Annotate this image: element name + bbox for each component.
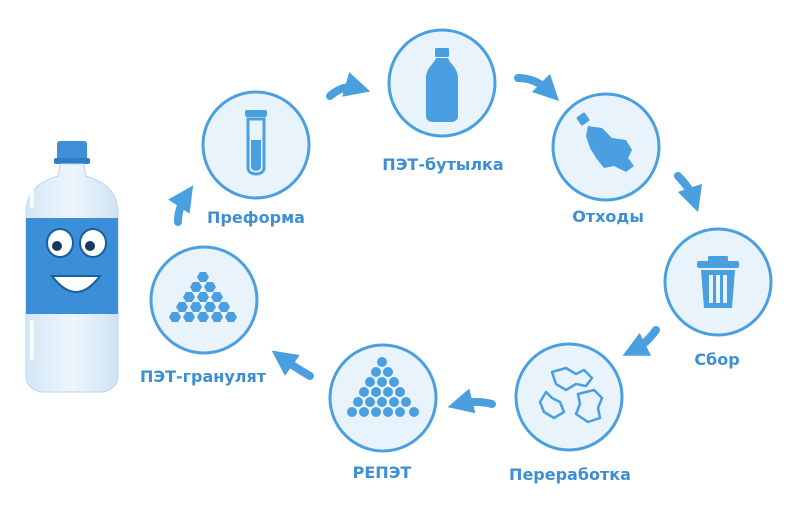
arrow-recycle-to-repet xyxy=(447,388,496,414)
stage-label: Сбор xyxy=(694,350,739,369)
arrow-repet-to-granulate xyxy=(271,350,314,380)
crushed-bottle-icon xyxy=(576,112,634,172)
stage-label: ПЭТ-гранулят xyxy=(140,367,267,386)
bottle-icon xyxy=(426,48,458,122)
preform-icon xyxy=(245,110,267,176)
stage-collection: Сбор xyxy=(663,227,773,369)
stage-pet-granulate: ПЭТ-гранулят xyxy=(140,245,267,386)
stage-label: Преформа xyxy=(207,208,305,227)
cycle-arrows xyxy=(168,72,703,414)
arrow-bottle-to-waste xyxy=(514,73,560,102)
stage-processing: Переработка xyxy=(509,342,631,484)
trash-can-icon xyxy=(697,256,739,308)
arrow-granulate-to-preform xyxy=(168,185,194,226)
crumpled-bottles-icon xyxy=(538,366,604,424)
stage-label: ПЭТ-бутылка xyxy=(382,155,503,174)
smiling-bottle-mascot xyxy=(25,141,119,393)
stage-label: Переработка xyxy=(509,465,631,484)
stage-pet-bottle: ПЭТ-бутылка xyxy=(382,28,504,174)
stage-label: Отходы xyxy=(572,207,644,226)
granule-pile-icon xyxy=(169,272,237,322)
arrow-preform-to-bottle xyxy=(326,72,371,100)
arrow-waste-to-collect xyxy=(674,172,703,213)
arrow-collect-to-recycle xyxy=(622,326,660,356)
stage-label: РЕПЭТ xyxy=(353,463,412,482)
stage-preform: Преформа xyxy=(201,90,311,227)
stage-repet: РЕПЭТ xyxy=(328,343,438,482)
flake-pile-icon xyxy=(347,357,419,417)
stage-waste: Отходы xyxy=(551,92,661,226)
